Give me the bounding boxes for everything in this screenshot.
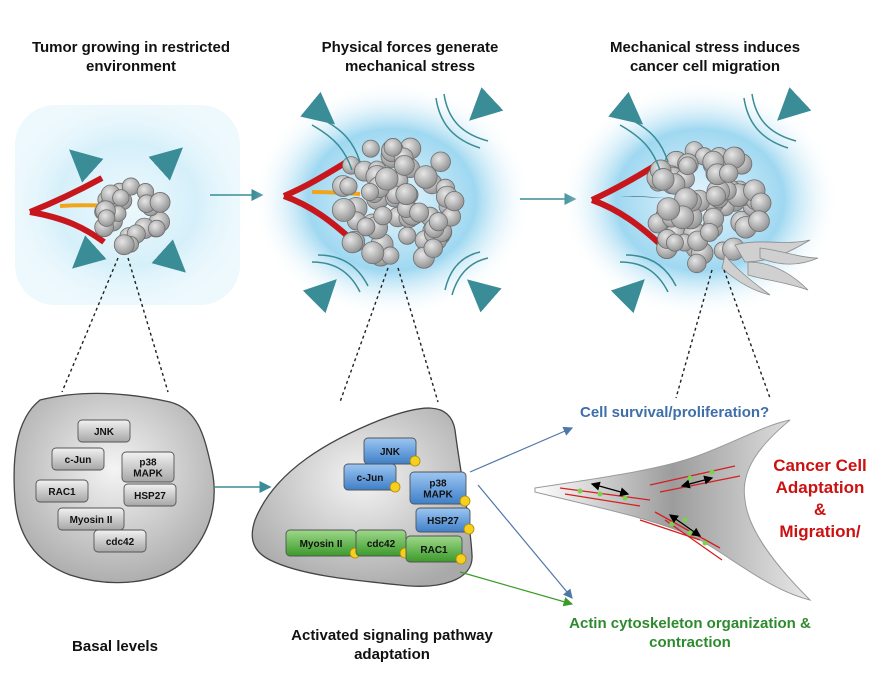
protein-box-c-jun: c-Jun (51, 447, 105, 471)
tumor-cell (383, 138, 403, 157)
arrow-to-survival (469, 426, 574, 473)
migrating-cell (534, 419, 812, 601)
protein-box-hsp27: HSP27 (123, 483, 177, 507)
tumor-cell (381, 246, 400, 265)
tumor-cell (341, 231, 363, 254)
tumor-cell (331, 198, 356, 222)
protein-box-cdc42: cdc42 (93, 529, 147, 553)
tumor-cell (444, 191, 465, 212)
tumor-cell (339, 177, 358, 196)
protein-label: RAC1 (420, 545, 448, 556)
phosphorylation-dot (459, 495, 471, 507)
tumor-cell (705, 186, 727, 207)
protein-box-rac1: RAC1 (405, 535, 467, 565)
protein-label: c-Jun (357, 473, 384, 484)
tumor-cell (113, 234, 135, 256)
arrow-to-actin-green (459, 571, 574, 607)
protein-box-c-jun: c-Jun (343, 463, 401, 493)
tumor-cell (413, 165, 438, 189)
basal-levels-label: Basal levels (72, 638, 158, 655)
protein-label: RAC1 (48, 487, 76, 498)
tumor-cell (666, 233, 684, 252)
tumor-cluster-small (94, 177, 171, 256)
tumor-cell (719, 163, 739, 183)
protein-label: MAPK (423, 490, 453, 501)
phosphorylation-dot (463, 523, 475, 535)
tumor-cell (373, 206, 393, 226)
tumor-cluster-invading (646, 141, 772, 274)
tumor-cell (356, 217, 376, 237)
tumor-cell (750, 192, 772, 214)
outward-arrows (69, 147, 186, 273)
basal-cell (13, 392, 215, 584)
inward-arrows (300, 87, 504, 314)
tumor-cell (361, 139, 380, 158)
phosphorylation-dot (455, 553, 467, 565)
protein-label: JNK (94, 427, 115, 438)
contraction-arrows (590, 475, 714, 537)
protein-label: MAPK (133, 469, 163, 480)
force-lines (311, 93, 489, 296)
tumor-cell (398, 226, 417, 245)
tumor-cell (678, 156, 697, 176)
protein-box-jnk: JNK (363, 437, 421, 467)
inward-arrows (608, 87, 812, 314)
protein-box-myosin-ii: Myosin II (57, 507, 125, 531)
panel-1-tumor (0, 92, 255, 317)
tumor-cell (148, 219, 166, 238)
protein-label: Myosin II (300, 539, 343, 550)
tumor-cell (651, 168, 675, 191)
tumor-cluster-large (331, 137, 465, 269)
protein-box-jnk: JNK (77, 419, 131, 443)
tumor-cell (395, 183, 418, 206)
tumor-cell (112, 189, 130, 207)
actin-text: Actin cytoskeleton organization &contrac… (569, 615, 811, 651)
phosphorylation-dot (409, 455, 421, 467)
tumor-cell (360, 182, 380, 202)
protein-box-rac1: RAC1 (35, 479, 89, 503)
arrow-to-actin-blue (477, 484, 573, 599)
tumor-cell (375, 167, 399, 191)
protein-label: JNK (380, 447, 401, 458)
protein-label: HSP27 (427, 516, 459, 527)
tumor-cell (687, 253, 707, 274)
tumor-cell (149, 192, 171, 213)
panel-3-tumor (560, 82, 840, 318)
protein-label: cdc42 (367, 539, 396, 550)
panel-2-tumor (252, 82, 532, 318)
tumor-cell (409, 202, 430, 223)
tumor-cell (748, 210, 770, 232)
protein-label: p38 (429, 479, 447, 490)
protein-box-cdc42: cdc42 (355, 529, 411, 559)
protein-label: HSP27 (134, 491, 166, 502)
tumor-cell (393, 155, 415, 176)
tumor-cell (361, 241, 385, 265)
protein-box-hsp27: HSP27 (415, 507, 475, 535)
tumor-cell (430, 151, 451, 173)
tumor-cell (97, 209, 116, 227)
survival-text: Cell survival/proliferation? (580, 404, 770, 421)
tumor-cell (656, 197, 681, 221)
phosphorylation-dot (389, 481, 401, 493)
protein-box-myosin-ii: Myosin II (285, 529, 361, 559)
protein-label: cdc42 (106, 537, 135, 548)
protein-label: p38 (139, 458, 157, 469)
protein-label: c-Jun (65, 455, 92, 466)
zoom-lines (61, 257, 771, 403)
tumor-cell (428, 212, 448, 232)
tumor-cell (423, 238, 444, 259)
migrating-cells (721, 239, 819, 296)
protein-label: Myosin II (70, 515, 113, 526)
tumor-cell (699, 222, 719, 242)
